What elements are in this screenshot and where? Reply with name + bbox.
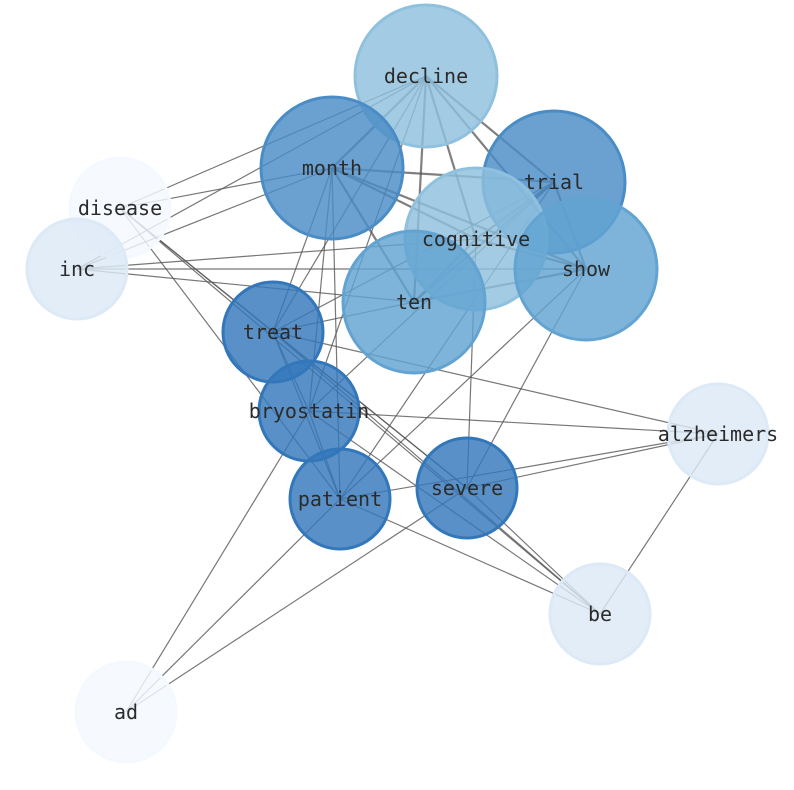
node-label-cognitive: cognitive xyxy=(422,227,530,251)
edge-patient-alzheimers xyxy=(339,433,719,500)
node-label-ad: ad xyxy=(114,700,138,724)
node-label-trial: trial xyxy=(524,170,584,194)
node-ten[interactable] xyxy=(341,229,487,375)
node-be[interactable] xyxy=(548,562,652,666)
edge-treat-alzheimers xyxy=(272,331,719,435)
node-ad[interactable] xyxy=(74,660,178,764)
node-month[interactable] xyxy=(259,95,405,241)
node-label-ten: ten xyxy=(396,290,432,314)
edge-bryostatin-ad xyxy=(125,410,310,713)
node-label-alzheimers: alzheimers xyxy=(658,422,778,446)
node-patient[interactable] xyxy=(288,447,392,551)
node-inc[interactable] xyxy=(25,217,129,321)
node-label-treat: treat xyxy=(243,320,303,344)
node-label-disease: disease xyxy=(78,196,162,220)
edge-bryostatin-alzheimers xyxy=(308,410,719,435)
labels-layer: decline month trial cognitive show ten disease… xyxy=(59,64,778,724)
node-label-decline: decline xyxy=(384,64,468,88)
nodes-layer xyxy=(25,3,770,764)
node-decline[interactable] xyxy=(353,3,499,149)
node-label-month: month xyxy=(302,156,362,180)
node-label-patient: patient xyxy=(298,487,382,511)
node-alzheimers[interactable] xyxy=(666,382,770,486)
node-label-show: show xyxy=(562,257,611,281)
node-label-severe: severe xyxy=(431,476,503,500)
node-severe[interactable] xyxy=(415,436,519,540)
edge-severe-ad xyxy=(125,487,468,713)
node-label-bryostatin: bryostatin xyxy=(249,399,369,423)
node-label-be: be xyxy=(588,602,612,626)
node-show[interactable] xyxy=(513,196,659,342)
node-label-inc: inc xyxy=(59,257,95,281)
